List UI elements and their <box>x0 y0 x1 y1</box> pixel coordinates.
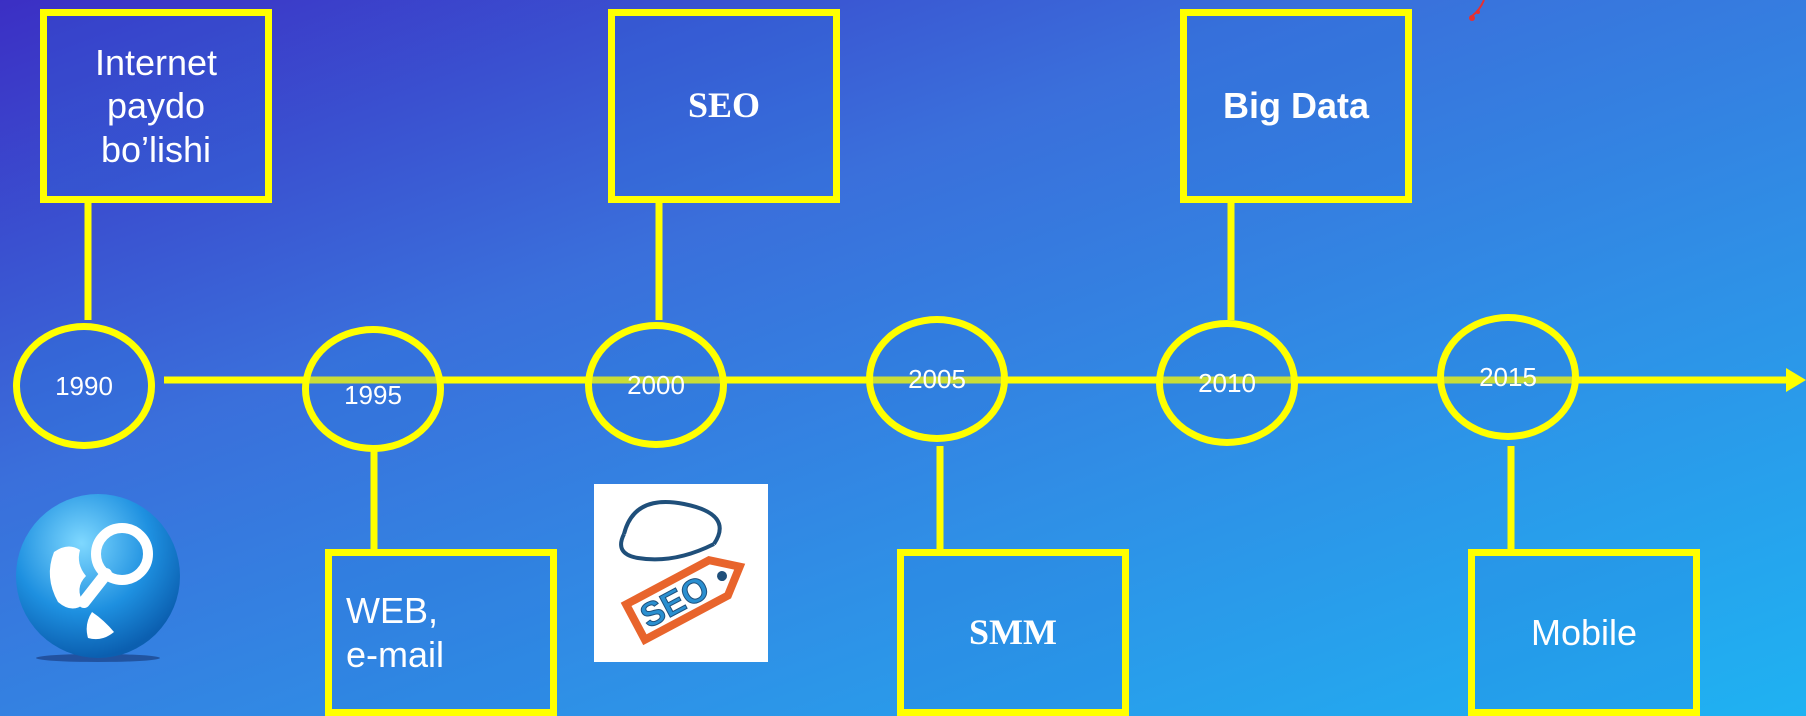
year-node-1990: 1990 <box>13 323 155 449</box>
year-node-2010: 2010 <box>1156 320 1298 446</box>
event-box-2010: Big Data <box>1180 9 1412 203</box>
event-label: Big Data <box>1222 85 1370 127</box>
event-box-2005: SMM <box>897 549 1129 716</box>
decorative-mark <box>1469 0 1485 21</box>
seo-tag-image: SEO <box>594 484 768 662</box>
year-label: 2010 <box>1198 367 1256 398</box>
year-label: 1995 <box>344 379 402 410</box>
event-label: Mobile <box>1530 611 1638 653</box>
year-label: 1990 <box>55 370 113 401</box>
event-box-2000: SEO <box>608 9 840 203</box>
year-node-1995: 1995 <box>302 326 444 452</box>
year-label: 2015 <box>1479 361 1537 392</box>
seo-tag-icon: SEO <box>619 500 746 646</box>
event-box-1990: Internet paydo bo’lishi <box>40 9 272 203</box>
globe-search-icon <box>16 494 180 662</box>
year-node-2000: 2000 <box>585 322 727 448</box>
event-label: SEO <box>687 85 761 126</box>
year-node-2005: 2005 <box>866 316 1008 442</box>
timeline-arrowhead <box>1786 368 1806 392</box>
event-label: Internet paydo bo’lishi <box>94 42 218 170</box>
event-box-1995: WEB, e-mail <box>325 549 557 716</box>
year-node-2015: 2015 <box>1437 314 1579 440</box>
event-label: WEB, e-mail <box>346 590 445 675</box>
event-box-2015: Mobile <box>1468 549 1700 716</box>
event-label: SMM <box>969 611 1057 652</box>
year-label: 2005 <box>908 363 966 394</box>
year-label: 2000 <box>627 369 685 400</box>
